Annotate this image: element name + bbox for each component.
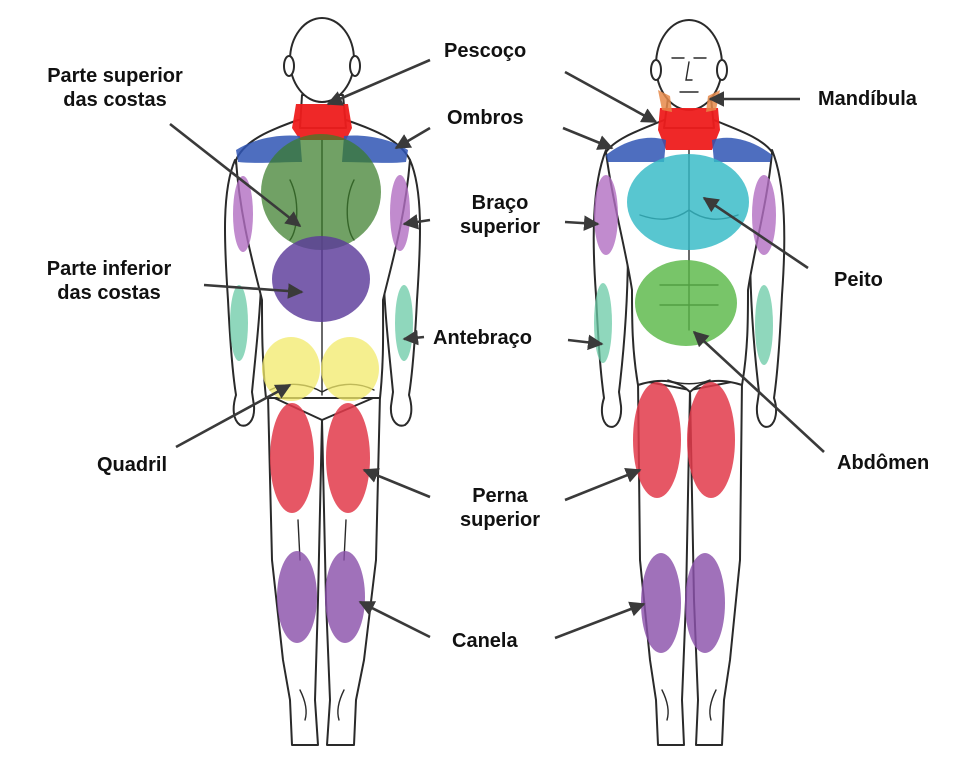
- back-right-shin-zone: [325, 551, 365, 643]
- label-upper-back-line1: Parte superior: [20, 64, 210, 88]
- back-right-forearm-zone: [395, 285, 413, 361]
- label-shin: Canela: [452, 629, 518, 653]
- pointer-upper-arm-front: [565, 222, 598, 224]
- back-left-shin-zone: [277, 551, 317, 643]
- front-view-figure: [594, 20, 785, 745]
- pointer-shoulders-front: [563, 128, 612, 148]
- label-jaw: Mandíbula: [818, 87, 917, 111]
- label-hip: Quadril: [97, 453, 167, 477]
- back-upper-back-zone: [261, 134, 381, 250]
- front-right-shoulder-zone: [712, 138, 772, 162]
- label-lower-back-line1: Parte inferior: [14, 257, 204, 281]
- front-right-forearm-zone: [755, 285, 773, 365]
- front-left-forearm-zone: [594, 283, 612, 363]
- front-neck-zone: [658, 108, 720, 150]
- back-left-upper-leg-zone: [270, 403, 314, 513]
- label-lower-back-line2: das costas: [14, 281, 204, 305]
- label-upper-arm-line1: Braço: [440, 191, 560, 215]
- pointer-upper-leg-front: [565, 470, 640, 500]
- front-left-shoulder-zone: [606, 138, 666, 162]
- front-abdomen-zone: [635, 260, 737, 346]
- front-left-shin-zone: [641, 553, 681, 653]
- back-left-forearm-zone: [230, 285, 248, 361]
- front-right-shin-zone: [685, 553, 725, 653]
- front-left-upper-arm-zone: [594, 175, 618, 255]
- front-left-upper-leg-zone: [633, 382, 681, 498]
- label-upper-leg: Perna superior: [440, 484, 560, 532]
- pointer-shin-back: [360, 602, 430, 637]
- label-upper-back: Parte superior das costas: [20, 64, 210, 112]
- front-right-upper-leg-zone: [687, 382, 735, 498]
- label-upper-leg-line2: superior: [440, 508, 560, 532]
- front-chest-zone: [627, 154, 749, 250]
- label-chest: Peito: [834, 268, 883, 292]
- label-forearm: Antebraço: [433, 326, 532, 350]
- back-right-hip-zone: [321, 337, 379, 401]
- pointer-neck-front: [565, 72, 656, 122]
- back-left-hip-zone: [262, 337, 320, 401]
- pointer-shin-front: [555, 604, 644, 638]
- label-upper-back-line2: das costas: [20, 88, 210, 112]
- label-neck: Pescoço: [444, 39, 526, 63]
- label-upper-arm: Braço superior: [440, 191, 560, 239]
- pointer-shoulders-back: [396, 128, 430, 148]
- label-upper-arm-line2: superior: [440, 215, 560, 239]
- label-shoulders: Ombros: [447, 106, 524, 130]
- back-right-upper-arm-zone: [390, 175, 410, 251]
- back-lower-back-zone: [272, 236, 370, 322]
- back-view-figure: [225, 18, 420, 745]
- back-right-upper-leg-zone: [326, 403, 370, 513]
- label-abdomen: Abdômen: [837, 451, 929, 475]
- label-lower-back: Parte inferior das costas: [14, 257, 204, 305]
- label-upper-leg-line1: Perna: [440, 484, 560, 508]
